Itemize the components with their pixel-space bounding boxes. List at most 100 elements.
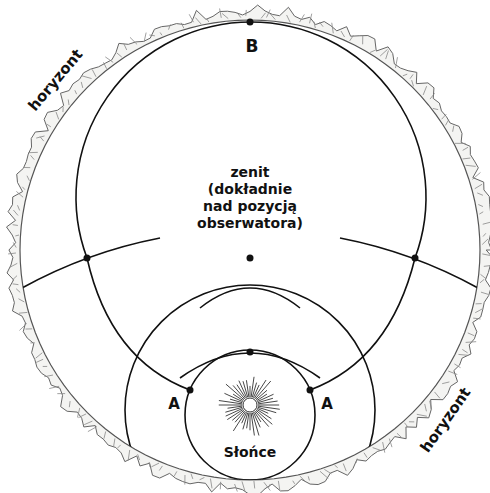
rock-texture <box>77 408 79 418</box>
sun-label: Słońce <box>224 444 277 461</box>
rock-texture <box>462 349 467 352</box>
rock-texture <box>466 341 477 343</box>
rock-texture <box>409 421 414 422</box>
rock-texture <box>69 401 71 407</box>
rock-texture <box>270 14 275 20</box>
rock-texture <box>435 392 440 398</box>
rock-texture <box>425 404 427 411</box>
rock-texture <box>222 13 228 18</box>
rock-texture <box>395 57 397 68</box>
rock-texture <box>13 210 18 215</box>
sun-ray <box>256 410 272 424</box>
rock-texture <box>207 19 209 22</box>
rock-texture <box>341 31 345 37</box>
rock-texture <box>370 50 375 52</box>
rock-texture <box>412 80 414 86</box>
rock-texture <box>19 323 26 330</box>
sun-symbol <box>219 377 280 436</box>
rock-texture <box>75 90 77 94</box>
point-label: A <box>168 395 180 413</box>
point-label: B <box>246 36 259 56</box>
rock-texture <box>319 22 323 27</box>
rock-texture <box>350 35 354 41</box>
rock-texture <box>62 107 63 112</box>
rock-texture <box>16 191 23 197</box>
sun-ray <box>258 401 278 404</box>
rock-texture <box>88 427 97 432</box>
rock-texture <box>373 448 381 451</box>
rock-texture <box>417 414 427 416</box>
rock-texture <box>130 37 137 44</box>
sun-ray <box>233 385 245 399</box>
rock-texture <box>455 143 466 144</box>
rock-texture <box>442 114 447 119</box>
sun-ray <box>258 406 280 409</box>
rock-texture <box>26 328 33 329</box>
sun-path-arc <box>87 258 190 390</box>
point-label: A <box>321 395 333 413</box>
horizon-line <box>20 20 480 480</box>
rock-texture <box>245 10 246 16</box>
rock-texture <box>200 477 205 479</box>
rock-texture <box>57 393 65 394</box>
rock-texture <box>481 292 488 294</box>
rock-texture <box>114 438 115 446</box>
rock-texture <box>458 354 468 356</box>
zenith-note: zenit (dokładnie nad pozycją obserwatora… <box>192 164 308 231</box>
rock-texture <box>118 445 121 448</box>
rock-texture <box>483 233 486 236</box>
rock-texture <box>18 205 20 210</box>
rock-texture <box>144 33 146 42</box>
rock-texture <box>159 466 162 471</box>
rock-texture <box>235 484 238 492</box>
rock-texture <box>403 74 408 76</box>
rock-texture <box>220 482 221 490</box>
rock-texture <box>268 484 270 488</box>
sun-ray <box>219 405 242 406</box>
rock-texture <box>324 469 331 473</box>
great-arc <box>76 22 426 258</box>
rock-texture <box>314 22 315 28</box>
rock-texture <box>117 53 122 57</box>
rock-texture <box>78 414 86 418</box>
sun-ray <box>255 411 268 427</box>
rock-texture <box>43 366 47 367</box>
rock-texture <box>22 187 25 190</box>
rock-texture <box>484 265 490 266</box>
rock-outline <box>7 5 490 493</box>
rock-texture <box>47 124 51 127</box>
rock-texture <box>364 453 367 458</box>
rock-texture <box>13 224 18 226</box>
rock-texture <box>16 289 20 293</box>
rock-texture <box>13 242 16 247</box>
rock-texture <box>151 463 159 467</box>
rock-texture <box>181 23 184 29</box>
rock-texture <box>105 57 113 62</box>
rock-texture <box>195 18 201 24</box>
rock-texture <box>266 10 270 18</box>
sun-ray <box>219 401 242 404</box>
point-dot <box>307 387 314 394</box>
rock-texture <box>442 382 449 384</box>
rock-texture <box>81 82 83 88</box>
rock-texture <box>386 51 389 60</box>
rock-texture <box>300 14 305 22</box>
point-dot <box>247 19 254 26</box>
point-dot <box>187 387 194 394</box>
rock-texture <box>430 401 432 410</box>
rock-texture <box>31 155 35 159</box>
rock-texture <box>24 167 31 168</box>
rock-texture <box>310 14 312 24</box>
rock-texture <box>15 235 19 237</box>
rock-texture <box>44 375 53 377</box>
rock-texture <box>261 13 265 19</box>
sun-ray <box>251 413 254 436</box>
zenith-dot <box>247 255 254 262</box>
rock-texture <box>138 454 140 460</box>
rock-texture <box>18 299 24 302</box>
horizon-rim <box>7 5 490 493</box>
rock-texture <box>480 274 486 279</box>
rock-texture <box>237 13 241 18</box>
rock-texture <box>149 35 155 37</box>
rock-texture <box>36 136 44 138</box>
